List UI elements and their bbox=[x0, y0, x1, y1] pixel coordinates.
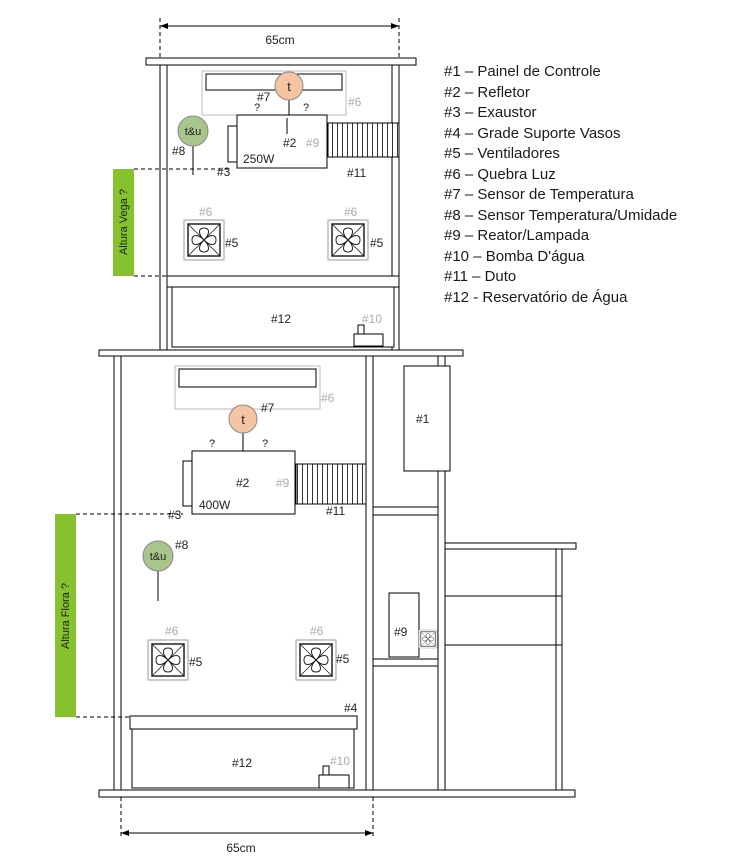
middle-shelf bbox=[98, 349, 464, 357]
flora-duct bbox=[295, 463, 367, 505]
legend-item: #9 – Reator/Lampada bbox=[444, 227, 590, 244]
bottom-dimension: 65cm bbox=[120, 797, 374, 855]
vega-tag-7: #7 bbox=[257, 90, 271, 104]
vega-tag-9: #9 bbox=[306, 136, 320, 150]
vega-tag-3: #3 bbox=[217, 165, 231, 179]
vega-tag-12: #12 bbox=[271, 312, 291, 326]
vega-hook-right: ? bbox=[303, 102, 309, 114]
vega-cabinet: #6 t #7 ? ? #2 #9 250W #11 t&u #8 #3 Alt… bbox=[113, 57, 417, 350]
legend-item: #2 – Refletor bbox=[444, 83, 530, 101]
flora-reservoir bbox=[131, 728, 355, 789]
reactor-fan bbox=[418, 629, 438, 649]
bottom-width-label: 65cm bbox=[226, 841, 255, 855]
flora-hook-left: ? bbox=[209, 438, 215, 450]
vega-tag-2: #2 bbox=[283, 136, 297, 150]
vega-temp-sensor bbox=[274, 71, 304, 101]
flora-pot-grid bbox=[129, 715, 358, 730]
legend-item: #6 – Quebra Luz bbox=[444, 165, 556, 183]
flora-tag-9b: #9 bbox=[394, 625, 408, 639]
vega-tag-6b: #6 bbox=[199, 205, 213, 219]
flora-tag-3: #3 bbox=[168, 508, 182, 522]
legend-item: #10 – Bomba D'água bbox=[444, 247, 585, 265]
flora-temp-humidity-label: t&u bbox=[150, 551, 167, 563]
vega-tag-10: #10 bbox=[362, 312, 382, 326]
flora-tag-9: #9 bbox=[276, 476, 290, 490]
legend-item: #4 – Grade Suporte Vasos bbox=[444, 124, 621, 142]
flora-tag-10: #10 bbox=[330, 754, 350, 768]
side-table bbox=[444, 542, 577, 790]
flora-light-power: 400W bbox=[199, 498, 231, 512]
flora-tag-2: #2 bbox=[236, 476, 250, 490]
vega-duct bbox=[327, 122, 400, 158]
vega-tag-5a: #5 bbox=[225, 236, 239, 250]
vega-tag-6c: #6 bbox=[344, 205, 358, 219]
flora-hook-right: ? bbox=[262, 438, 268, 450]
vega-tag-5b: #5 bbox=[370, 236, 384, 250]
flora-tag-5b: #5 bbox=[336, 652, 350, 666]
base-plate bbox=[98, 789, 576, 798]
vega-tag-8: #8 bbox=[172, 144, 186, 158]
vega-reservoir bbox=[171, 286, 395, 348]
vega-height-bar bbox=[113, 169, 134, 276]
flora-tag-7: #7 bbox=[261, 401, 275, 415]
vega-light-power: 250W bbox=[243, 152, 275, 166]
vega-pump bbox=[353, 333, 384, 347]
flora-tag-4: #4 bbox=[344, 701, 358, 715]
flora-tag-6b: #6 bbox=[165, 624, 179, 638]
reactor-box bbox=[388, 592, 420, 658]
legend-item: #3 – Exaustor bbox=[444, 104, 537, 121]
vega-hook-left: ? bbox=[254, 102, 260, 114]
vega-temp-humidity-sensor bbox=[177, 115, 209, 147]
flora-tag-11: #11 bbox=[326, 504, 345, 518]
flora-tag-6a: #6 bbox=[321, 391, 335, 405]
flora-exhaust bbox=[182, 460, 193, 507]
control-panel bbox=[403, 365, 451, 472]
vega-light-bar bbox=[205, 73, 343, 91]
vega-tag-6a: #6 bbox=[348, 95, 362, 109]
vega-temp-sensor-label: t bbox=[287, 79, 291, 94]
vega-exhaust bbox=[227, 125, 238, 163]
flora-light-bar bbox=[178, 368, 317, 388]
flora-fan-right bbox=[295, 639, 337, 681]
flora-cabinet: #1 #9 #6 t #7 ? ? #2 #9 400W #11 #3 bbox=[55, 356, 451, 790]
legend-item: #8 – Sensor Temperatura/Umidade bbox=[444, 206, 678, 224]
flora-reflector bbox=[191, 450, 296, 515]
flora-tag-8: #8 bbox=[175, 538, 189, 552]
vega-fan-left bbox=[183, 219, 225, 261]
vega-reflector bbox=[236, 114, 328, 169]
legend-item: #7 – Sensor de Temperatura bbox=[444, 186, 634, 203]
legend: #1 – Painel de Controle #2 – Refletor #3… bbox=[444, 62, 677, 308]
legend-item: #11 – Duto bbox=[444, 268, 517, 285]
flora-tag-5a: #5 bbox=[189, 655, 203, 669]
legend-item: #5 – Ventiladores bbox=[444, 145, 560, 162]
legend-item: #12 - Reservatório de Água bbox=[444, 288, 628, 306]
top-dimension: 65cm bbox=[159, 18, 400, 60]
vega-temp-humidity-label: t&u bbox=[185, 126, 202, 138]
flora-temp-sensor bbox=[228, 404, 258, 434]
flora-tag-12: #12 bbox=[232, 756, 252, 770]
flora-fan-left bbox=[147, 639, 189, 681]
vega-pot-grid bbox=[166, 275, 400, 288]
vega-height-label: Altura Vega ? bbox=[118, 189, 130, 255]
flora-temp-humidity-sensor bbox=[142, 540, 174, 572]
top-width-label: 65cm bbox=[265, 33, 294, 47]
legend-item: #1 – Painel de Controle bbox=[444, 63, 601, 80]
flora-tag-1: #1 bbox=[416, 412, 430, 426]
flora-pump bbox=[318, 774, 350, 789]
vega-tag-11: #11 bbox=[347, 166, 366, 180]
flora-tag-6c: #6 bbox=[310, 624, 324, 638]
vega-fan-right bbox=[327, 219, 369, 261]
flora-height-label: Altura Flora ? bbox=[60, 583, 72, 649]
flora-height-bar bbox=[55, 514, 76, 717]
flora-temp-sensor-label: t bbox=[241, 412, 245, 427]
